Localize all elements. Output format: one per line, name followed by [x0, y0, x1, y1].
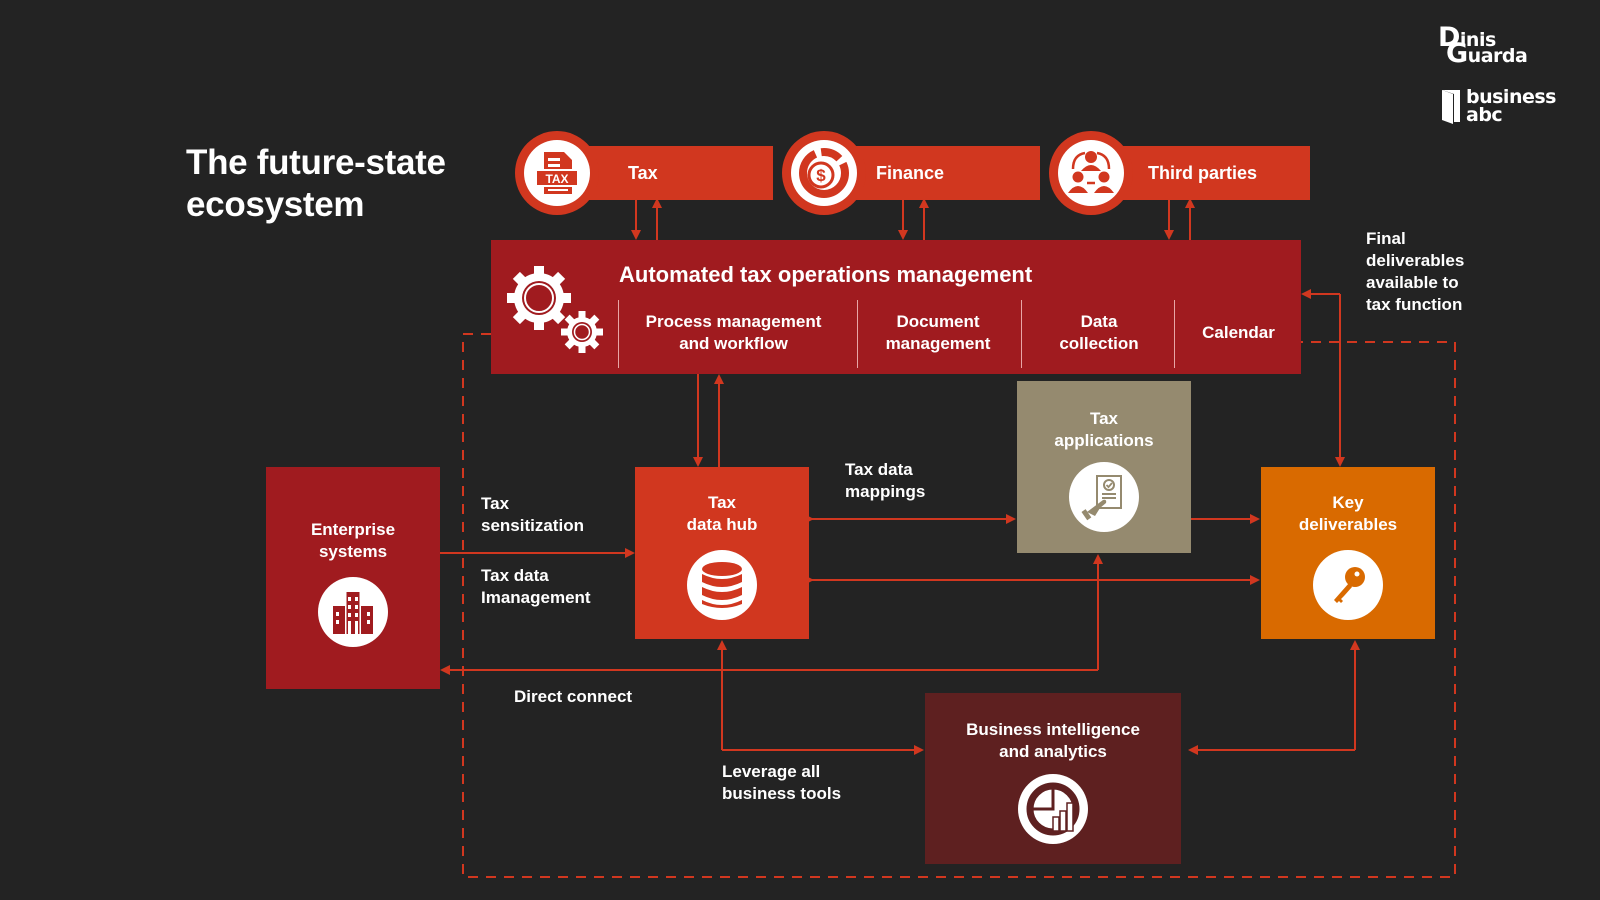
source-finance-label: Finance [876, 162, 945, 183]
divider [618, 300, 619, 368]
tax-document-icon: TAX [535, 152, 579, 194]
source-third-parties-label: Third parties [1148, 162, 1258, 183]
divider [857, 300, 858, 368]
svg-text:$: $ [816, 166, 826, 185]
document-approval-hand-icon [1081, 475, 1122, 521]
key-icon [1334, 567, 1365, 603]
divider [1174, 300, 1175, 368]
node-business-intelligence[interactable]: Business intelligence and analytics [925, 693, 1181, 864]
source-tax-badge: TAX [515, 131, 599, 215]
node-enterprise-systems[interactable]: Enterprise systems [266, 467, 440, 689]
node-tax-applications[interactable]: Tax applications [1017, 381, 1191, 553]
page-title: The future-state ecosystem [186, 143, 446, 224]
building-icon [333, 592, 373, 634]
business-abc-logo: business abc [1440, 88, 1556, 125]
source-third-parties-badge [1049, 131, 1133, 215]
source-tax-label: Tax [628, 162, 658, 183]
label-direct-connect: Direct connect [514, 687, 633, 706]
svg-text:TAX: TAX [545, 172, 568, 186]
label-leverage-business-tools: Leverage all business tools [722, 762, 842, 803]
node-key-deliverables[interactable]: Key deliverables [1261, 467, 1435, 639]
label-tax-sensitization: Tax sensitization [481, 494, 584, 535]
automation-calendar[interactable]: Calendar [1202, 323, 1275, 342]
third-parties-people-icon [1068, 151, 1114, 193]
database-icon [702, 562, 742, 608]
finance-dollar-chart-icon: $ [799, 148, 849, 198]
gears-icon [507, 266, 603, 353]
source-finance-badge: $ [782, 131, 866, 215]
analytics-chart-icon [1026, 782, 1080, 836]
label-tax-data-mappings: Tax data mappings [845, 460, 926, 501]
label-tax-data-management: Tax data Imanagement [481, 566, 591, 607]
automated-tax-operations-panel: Automated tax operations management Proc… [491, 240, 1301, 374]
label-final-deliverables: Final deliverables available to tax func… [1366, 229, 1465, 314]
divider [1021, 300, 1022, 368]
door-icon [1442, 90, 1460, 124]
dinis-guarda-logo: Dinis Guarda [1438, 22, 1528, 69]
node-tax-data-hub[interactable]: Tax data hub [635, 467, 809, 639]
automation-title: Automated tax operations management [619, 262, 1033, 287]
